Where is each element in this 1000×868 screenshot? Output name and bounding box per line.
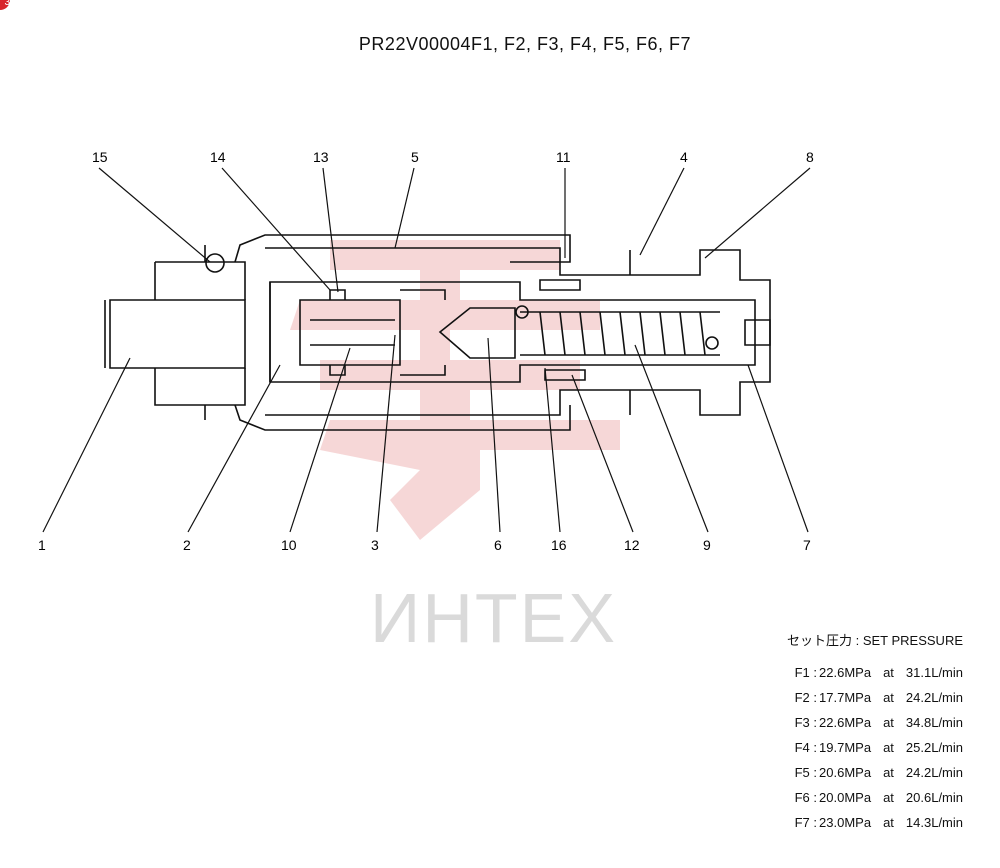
callout-14: 14	[210, 149, 226, 165]
watermark-text: ИНТЕХ	[370, 579, 618, 657]
poppet	[438, 307, 516, 359]
at-label: at	[883, 765, 894, 780]
pressure-value: 22.6MPa	[819, 715, 872, 730]
model-code: F2 :	[794, 690, 818, 705]
leader-lines	[42, 167, 811, 533]
callout-5: 5	[411, 149, 419, 165]
watermark-logo	[290, 240, 620, 540]
set-pressure-heading: セット圧力 : SET PRESSURE	[786, 633, 963, 648]
seat-holder	[299, 299, 401, 366]
model-code: F7 :	[794, 815, 818, 830]
flow-value: 34.8L/min	[905, 715, 963, 730]
page-badge: 3	[0, 0, 10, 10]
callout-15: 15	[92, 149, 108, 165]
callout-8: 8	[806, 149, 814, 165]
callout-7: 7	[803, 537, 811, 553]
pressure-value: 19.7MPa	[819, 740, 872, 755]
callout-4: 4	[680, 149, 688, 165]
at-label: at	[883, 790, 894, 805]
valve-body	[104, 234, 771, 431]
table-row: F7 : 23.0MPa at 14.3L/min	[795, 813, 963, 838]
model-code: F4 :	[794, 740, 818, 755]
table-row: F5 : 20.6MPa at 24.2L/min	[795, 763, 963, 788]
pressure-value: 23.0MPa	[819, 815, 872, 830]
table-row: F1 : 22.6MPa at 31.1L/min	[795, 663, 963, 688]
flow-value: 14.3L/min	[905, 815, 963, 830]
model-code: F1 :	[794, 665, 818, 680]
adjusting-screw	[744, 319, 771, 346]
flow-value: 24.2L/min	[905, 690, 963, 705]
table-row: F6 : 20.0MPa at 20.6L/min	[795, 788, 963, 813]
pressure-value: 20.0MPa	[819, 790, 872, 805]
flow-value: 31.1L/min	[905, 665, 963, 680]
callout-6: 6	[494, 537, 502, 553]
table-row: F4 : 19.7MPa at 25.2L/min	[795, 738, 963, 763]
model-code: F3 :	[794, 715, 818, 730]
callout-12: 12	[624, 537, 640, 553]
at-label: at	[883, 815, 894, 830]
callout-2: 2	[183, 537, 191, 553]
flow-value: 25.2L/min	[905, 740, 963, 755]
at-label: at	[883, 740, 894, 755]
model-code: F6 :	[794, 790, 818, 805]
diagram-title: PR22V00004F1, F2, F3, F4, F5, F6, F7	[358, 34, 692, 54]
callout-9: 9	[703, 537, 711, 553]
pressure-value: 20.6MPa	[819, 765, 872, 780]
callout-16: 16	[551, 537, 567, 553]
at-label: at	[883, 665, 894, 680]
pressure-table: F1 : 22.6MPa at 31.1L/min F2 : 17.7MPa a…	[795, 663, 963, 838]
inner-bore	[269, 281, 756, 383]
flow-value: 20.6L/min	[905, 790, 963, 805]
table-row: F2 : 17.7MPa at 24.2L/min	[795, 688, 963, 713]
callout-3: 3	[371, 537, 379, 553]
callout-11: 11	[556, 149, 571, 165]
callout-13: 13	[313, 149, 329, 165]
pressure-value: 17.7MPa	[819, 690, 872, 705]
inlet-fitting	[109, 299, 246, 369]
model-code: F5 :	[794, 765, 818, 780]
at-label: at	[883, 690, 894, 705]
at-label: at	[883, 715, 894, 730]
set-pressure-table: セット圧力 : SET PRESSURE F1 : 22.6MPa at 31.…	[748, 630, 963, 838]
flow-value: 24.2L/min	[905, 765, 963, 780]
callout-labels: 15 14 13 5 11 4 8 1 2 10 3 6 16 12 9 7	[38, 149, 814, 553]
callout-1: 1	[38, 537, 46, 553]
pressure-value: 22.6MPa	[819, 665, 872, 680]
callout-10: 10	[281, 537, 297, 553]
table-row: F3 : 22.6MPa at 34.8L/min	[795, 713, 963, 738]
